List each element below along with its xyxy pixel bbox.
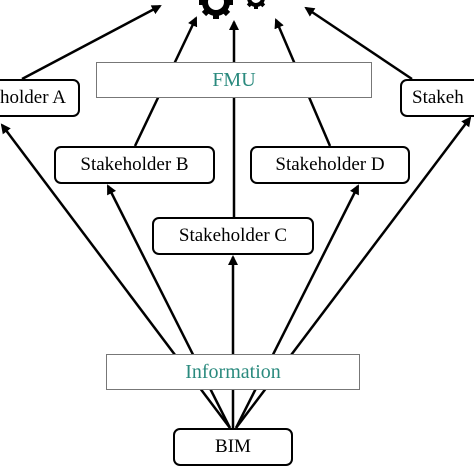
gear-icon (246, 0, 266, 9)
information-label: Information (185, 360, 281, 383)
stakeholder-a-label: holder A (0, 87, 66, 108)
fmu-label: FMU (212, 68, 256, 91)
stakeholder-b-node: Stakeholder B (54, 146, 215, 184)
stakeholder-c-node: Stakeholder C (152, 217, 314, 255)
stakeholder-a-node: holder A (0, 79, 80, 117)
stakeholder-b-label: Stakeholder B (80, 154, 189, 175)
information-band: Information (106, 354, 360, 390)
arrow-a-to-output (21, 4, 162, 81)
stakeholder-d-label: Stakeholder D (275, 154, 385, 175)
fmu-band: FMU (96, 62, 372, 98)
bim-label: BIM (215, 436, 251, 457)
stakeholder-e-node: Stakeh (400, 79, 474, 117)
gear-icon (199, 0, 233, 19)
bim-node: BIM (173, 428, 293, 466)
stakeholder-e-label: Stakeh (412, 87, 464, 108)
stakeholder-d-node: Stakeholder D (250, 146, 410, 184)
arrow-e-to-output (304, 6, 413, 81)
stakeholder-c-label: Stakeholder C (178, 225, 288, 246)
